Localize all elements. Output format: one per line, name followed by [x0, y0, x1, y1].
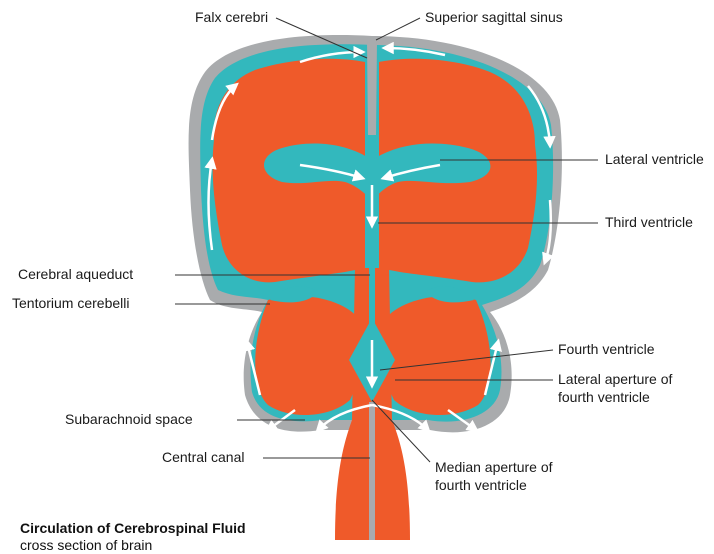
label-subarachnoid-space: Subarachnoid space: [65, 411, 193, 427]
label-lateral-aperture-line2: fourth ventricle: [558, 389, 650, 405]
falx-cerebri: [367, 40, 377, 135]
caption: Circulation of Cerebrospinal Fluid cross…: [20, 520, 246, 554]
label-median-aperture-line1: Median aperture of: [435, 459, 553, 475]
label-falx-cerebri: Falx cerebri: [195, 9, 268, 25]
label-central-canal: Central canal: [162, 449, 245, 465]
caption-subtitle: cross section of brain: [20, 537, 246, 554]
label-third-ventricle: Third ventricle: [605, 214, 693, 230]
label-tentorium-cerebelli: Tentorium cerebelli: [12, 295, 130, 311]
label-fourth-ventricle: Fourth ventricle: [558, 341, 655, 357]
right-cerebellum: [382, 296, 490, 415]
label-superior-sagittal-sinus: Superior sagittal sinus: [425, 9, 563, 25]
left-cerebellum: [255, 296, 362, 415]
caption-title: Circulation of Cerebrospinal Fluid: [20, 520, 246, 537]
central-canal: [369, 402, 375, 540]
label-lateral-aperture-line1: Lateral aperture of: [558, 371, 673, 387]
label-median-aperture-line2: fourth ventricle: [435, 477, 527, 493]
label-lateral-ventricle: Lateral ventricle: [605, 151, 704, 167]
label-cerebral-aqueduct: Cerebral aqueduct: [18, 266, 133, 282]
